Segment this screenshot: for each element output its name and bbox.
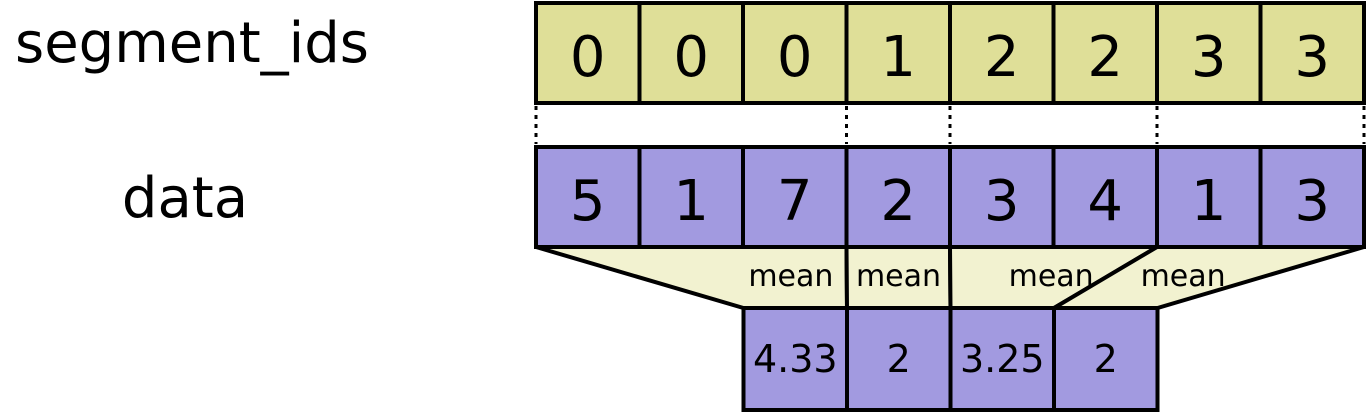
data-value: 4	[1087, 169, 1123, 234]
mean-funnel: mean	[1046, 245, 1365, 310]
data-box	[844, 145, 952, 249]
data-box	[1258, 145, 1366, 249]
data-value: 1	[1191, 169, 1227, 234]
segment-id-value: 1	[880, 25, 916, 90]
data-cell: 4	[1051, 145, 1159, 249]
data-row: 5 1 7 2 3 4 1 3	[534, 145, 1366, 249]
data-value: 3	[984, 169, 1020, 234]
mean-funnel: mean	[844, 245, 953, 310]
segment-id-box	[1155, 1, 1263, 105]
segment-id-value: 3	[1294, 25, 1330, 90]
segment-id-cell: 0	[741, 1, 849, 105]
output-box	[741, 306, 849, 412]
output-cell: 2	[845, 306, 953, 412]
data-box	[948, 145, 1056, 249]
data-cell: 7	[741, 145, 849, 249]
segment-id-box	[637, 1, 745, 105]
segment-id-value: 0	[777, 25, 813, 90]
data-cell: 2	[844, 145, 952, 249]
mean-funnel: mean	[535, 245, 850, 310]
output-box	[948, 306, 1056, 412]
output-cell: 2	[1052, 306, 1160, 412]
data-box	[1155, 145, 1263, 249]
output-row: 4.33 2 3.25 2	[741, 306, 1160, 412]
data-cell: 5	[534, 145, 642, 249]
output-box	[845, 306, 953, 412]
segment-id-cell: 2	[948, 1, 1056, 105]
data-cell: 1	[1155, 145, 1263, 249]
data-value: 7	[777, 169, 813, 234]
mean-label: mean	[1009, 259, 1094, 294]
segment-ids-label: segment_ids	[15, 11, 369, 76]
output-value: 2	[1094, 337, 1118, 381]
data-label: data	[122, 166, 248, 231]
data-value: 1	[673, 169, 709, 234]
segment-id-value: 3	[1191, 25, 1227, 90]
output-cell: 3.25	[948, 306, 1056, 412]
data-box	[534, 145, 642, 249]
segment-id-value: 0	[673, 25, 709, 90]
segment-id-box	[741, 1, 849, 105]
segment-id-cell: 1	[844, 1, 952, 105]
output-value: 3.25	[960, 337, 1045, 381]
segment-id-cell: 3	[1258, 1, 1366, 105]
mean-funnels: mean mean mean mean	[535, 245, 1365, 310]
data-cell: 3	[948, 145, 1056, 249]
segment-id-value: 2	[984, 25, 1020, 90]
output-cell: 4.33	[741, 306, 849, 412]
data-box	[637, 145, 745, 249]
segment-id-cell: 0	[637, 1, 745, 105]
output-box	[1052, 306, 1160, 412]
data-value: 5	[570, 169, 606, 234]
segment-id-box	[1258, 1, 1366, 105]
data-value: 2	[880, 169, 916, 234]
segment-id-cell: 3	[1155, 1, 1263, 105]
segment-id-value: 2	[1087, 25, 1123, 90]
data-cell: 1	[637, 145, 745, 249]
segment-id-cell: 2	[1051, 1, 1159, 105]
output-value: 4.33	[753, 337, 838, 381]
segment-id-box	[844, 1, 952, 105]
data-value: 3	[1294, 169, 1330, 234]
segment-boundaries	[534, 106, 1366, 144]
segment-id-cell: 0	[534, 1, 642, 105]
segment-id-box	[534, 1, 642, 105]
data-cell: 3	[1258, 145, 1366, 249]
segment-id-value: 0	[570, 25, 606, 90]
output-value: 2	[887, 337, 911, 381]
segment-ids-row: 0 0 0 1 2 2 3 3	[534, 1, 1366, 105]
mean-label: mean	[1141, 259, 1226, 294]
mean-label: mean	[856, 259, 941, 294]
mean-label: mean	[748, 259, 833, 294]
